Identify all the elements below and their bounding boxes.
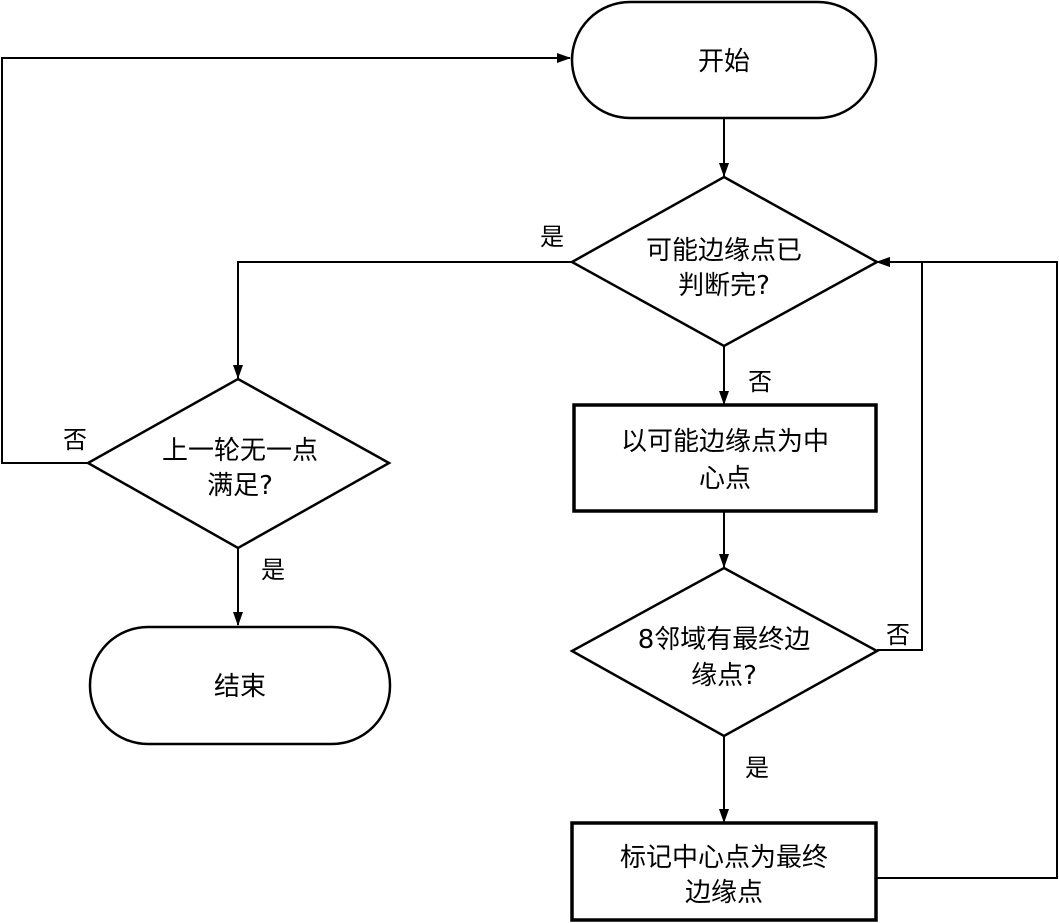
edge-round-no-to-start: [1, 53, 571, 464]
process-mark-final-line2: 边缘点: [685, 878, 763, 908]
process-mark-final-line1: 标记中心点为最终: [620, 843, 828, 873]
process-set-center: 以可能边缘点为中 心点: [572, 403, 878, 513]
edge-labels: 是 否 否 是 否 是: [63, 223, 910, 782]
edge-label-yes-down-neighbor: 是: [745, 754, 769, 782]
process-mark-final: 标记中心点为最终 边缘点: [570, 821, 878, 922]
decision-neighbor-line1: 8邻域有最终边: [638, 625, 811, 655]
edge-mark-loop: [876, 257, 1058, 879]
end-terminal: 结束: [88, 625, 392, 746]
decision-all-judged-line1: 可能边缘点已: [646, 236, 802, 266]
decision-all-judged: 可能边缘点已 判断完?: [569, 175, 880, 348]
edge-label-no-left: 否: [63, 426, 87, 454]
edge-label-yes-down-end: 是: [261, 556, 285, 584]
decision-all-judged-line2: 判断完?: [678, 271, 770, 301]
end-label: 结束: [214, 672, 266, 702]
edge-label-yes-left: 是: [540, 223, 564, 251]
start-label: 开始: [698, 47, 750, 77]
decision-neighbor: 8邻域有最终边 缘点?: [569, 566, 880, 738]
decision-no-new-point-line1: 上一轮无一点: [162, 436, 318, 466]
edge-check-yes-to-round: [233, 261, 574, 379]
decision-no-new-point-line2: 满足?: [207, 471, 273, 501]
decision-no-new-point: 上一轮无一点 满足?: [85, 377, 392, 550]
start-terminal: 开始: [570, 0, 878, 120]
edge-label-no-right: 否: [886, 621, 910, 649]
connectors: [1, 53, 1058, 879]
edge-label-no-down: 否: [748, 368, 772, 396]
edge-neighbor-no-loop: [876, 257, 923, 651]
decision-neighbor-line2: 缘点?: [691, 661, 757, 691]
process-set-center-line2: 心点: [699, 464, 751, 494]
process-set-center-line1: 以可能边缘点为中: [621, 427, 829, 457]
